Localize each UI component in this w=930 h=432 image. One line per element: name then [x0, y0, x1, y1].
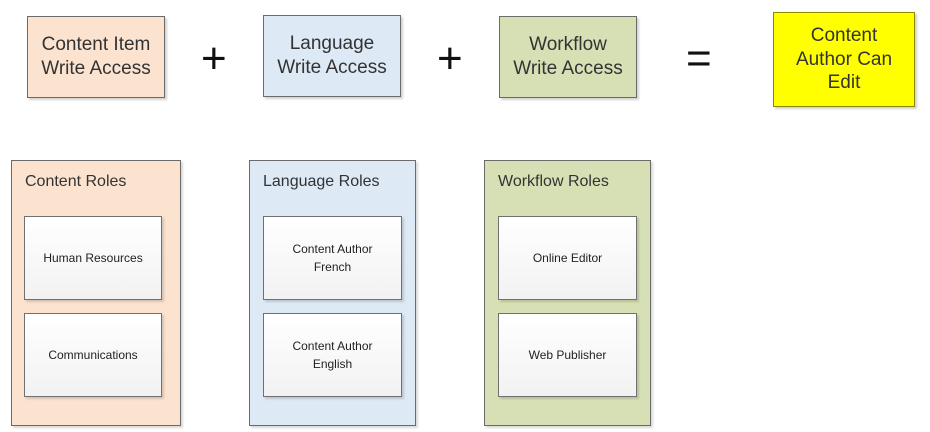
equals-sign: =: [686, 34, 712, 83]
role-communications: Communications: [24, 313, 162, 397]
plus-sign: +: [201, 34, 227, 83]
role-content-author-french: Content Author French: [263, 216, 402, 300]
group-title: Content Roles: [25, 173, 127, 190]
plus-sign: +: [437, 34, 463, 83]
role-human-resources: Human Resources: [24, 216, 162, 300]
content-item-write-access-box: Content Item Write Access: [27, 16, 165, 98]
language-roles-group: Language Roles Content Author French Con…: [249, 160, 416, 426]
content-roles-group: Content Roles Human Resources Communicat…: [11, 160, 181, 426]
role-content-author-english: Content Author English: [263, 313, 402, 397]
role-online-editor: Online Editor: [498, 216, 637, 300]
content-author-can-edit-box: Content Author Can Edit: [773, 12, 915, 107]
workflow-roles-group: Workflow Roles Online Editor Web Publish…: [484, 160, 651, 426]
group-title: Workflow Roles: [498, 173, 609, 190]
language-write-access-box: Language Write Access: [263, 15, 401, 97]
role-web-publisher: Web Publisher: [498, 313, 637, 397]
workflow-write-access-box: Workflow Write Access: [499, 16, 637, 98]
group-title: Language Roles: [263, 173, 380, 190]
